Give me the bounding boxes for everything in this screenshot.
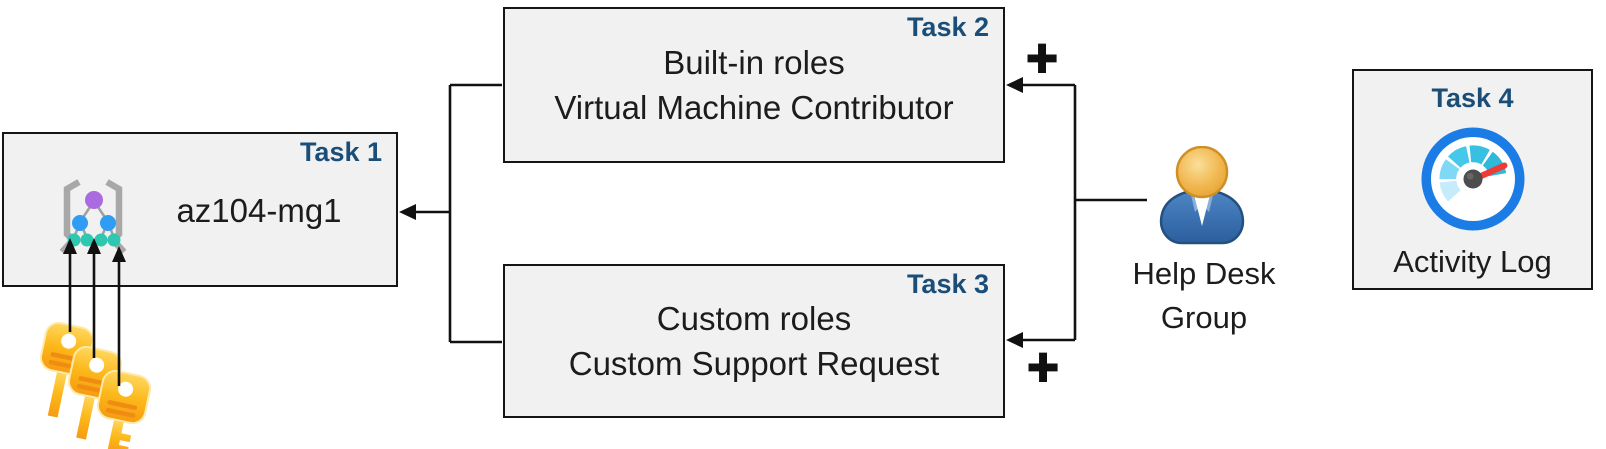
task4-label: Task 4: [1431, 83, 1514, 113]
task1-title: az104-mg1: [176, 192, 342, 229]
task2-line1: Built-in roles: [663, 44, 845, 81]
person-caption: Help Desk Group: [1104, 252, 1304, 340]
task3-label: Task 3: [906, 269, 989, 299]
person-collar: [1193, 191, 1211, 226]
activity-log-gauge-icon: [1421, 127, 1525, 231]
plus-sign-task2: +: [1025, 27, 1059, 89]
person-caption-line2: Group: [1160, 300, 1248, 335]
task3-box: Task 3 Custom roles Custom Support Reque…: [503, 264, 1005, 418]
left-branch-line: [414, 83, 502, 344]
task1-label: Task 1: [299, 137, 382, 167]
plus-sign-task3: +: [1026, 336, 1060, 398]
person-head: [1175, 146, 1229, 199]
task4-box: Task 4 Activity Log: [1352, 69, 1593, 290]
management-group-icon: [59, 179, 127, 255]
keys-icon: [40, 322, 152, 449]
task3-text: Custom roles Custom Support Request: [505, 266, 1003, 416]
task2-box: Task 2 Built-in roles Virtual Machine Co…: [503, 7, 1005, 163]
arrowhead-into-task1: [399, 204, 416, 220]
task2-text: Built-in roles Virtual Machine Contribut…: [505, 9, 1003, 161]
task3-line2: Custom Support Request: [568, 345, 940, 382]
task2-label: Task 2: [906, 12, 989, 42]
person-icon: [1159, 146, 1245, 245]
task4-title: Activity Log: [1393, 244, 1552, 279]
person-caption-line1: Help Desk: [1132, 256, 1276, 291]
task3-line1: Custom roles: [656, 300, 852, 337]
task2-line2: Virtual Machine Contributor: [554, 89, 954, 126]
